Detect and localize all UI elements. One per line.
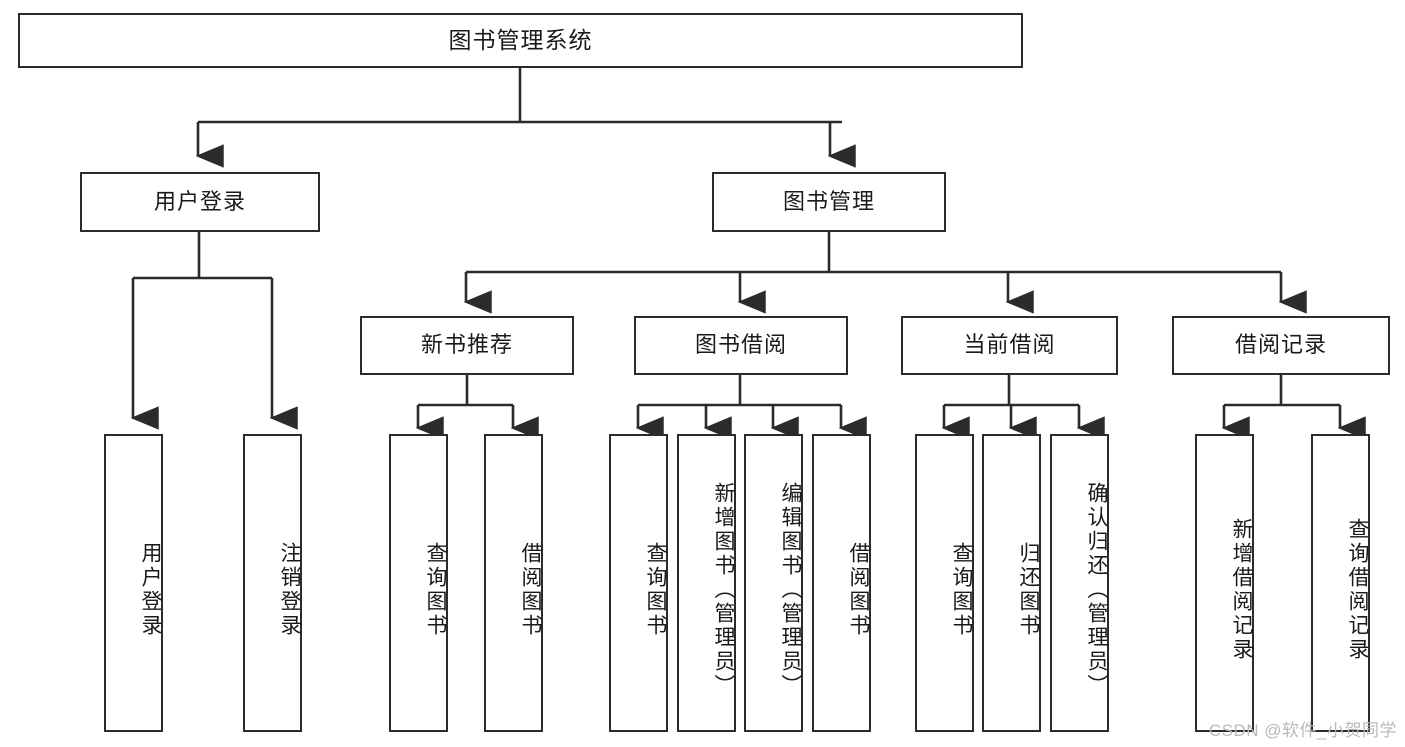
node-leaf-query-record[interactable]: 查询借阅记录 — [1311, 434, 1370, 732]
node-book-borrow-label: 图书借阅 — [694, 332, 787, 358]
node-leaf-login[interactable]: 用户登录 — [104, 434, 163, 732]
node-root[interactable]: 图书管理系统 — [18, 13, 1023, 68]
node-leaf-login-label: 用户登录 — [139, 542, 162, 638]
node-user-login-label: 用户登录 — [153, 188, 246, 214]
watermark: CSDN @软件_小贺同学 — [1208, 721, 1397, 740]
node-borrow-record-label: 借阅记录 — [1234, 332, 1327, 358]
node-new-book-rec-label: 新书推荐 — [420, 332, 513, 358]
node-leaf-query-book-a-label: 查询图书 — [424, 542, 447, 638]
node-leaf-borrow-book-a[interactable]: 借阅图书 — [484, 434, 543, 732]
node-leaf-borrow-book-b-label: 借阅图书 — [847, 542, 870, 638]
node-leaf-return-book-label: 归还图书 — [1017, 542, 1040, 638]
node-leaf-query-book-b-label: 查询图书 — [644, 542, 667, 638]
node-leaf-logout-label: 注销登录 — [278, 542, 301, 638]
node-leaf-query-book-a[interactable]: 查询图书 — [389, 434, 448, 732]
node-current-borrow[interactable]: 当前借阅 — [901, 316, 1118, 375]
node-leaf-query-book-c-label: 查询图书 — [950, 542, 973, 638]
node-current-borrow-label: 当前借阅 — [963, 332, 1056, 358]
node-leaf-query-book-c[interactable]: 查询图书 — [915, 434, 974, 732]
node-book-borrow[interactable]: 图书借阅 — [634, 316, 848, 375]
node-leaf-query-record-label: 查询借阅记录 — [1346, 518, 1369, 662]
node-leaf-logout[interactable]: 注销登录 — [243, 434, 302, 732]
node-leaf-confirm-return-label: 确认归还（管理员） — [1085, 482, 1108, 698]
node-leaf-borrow-book-b[interactable]: 借阅图书 — [812, 434, 871, 732]
node-leaf-add-record-label: 新增借阅记录 — [1230, 518, 1253, 662]
node-borrow-record[interactable]: 借阅记录 — [1172, 316, 1390, 375]
node-leaf-add-book-label: 新增图书（管理员） — [712, 482, 735, 698]
node-leaf-confirm-return[interactable]: 确认归还（管理员） — [1050, 434, 1109, 732]
node-leaf-return-book[interactable]: 归还图书 — [982, 434, 1041, 732]
node-book-manage-label: 图书管理 — [782, 188, 875, 214]
node-leaf-borrow-book-a-label: 借阅图书 — [519, 542, 542, 638]
node-leaf-edit-book[interactable]: 编辑图书（管理员） — [744, 434, 803, 732]
node-leaf-add-record[interactable]: 新增借阅记录 — [1195, 434, 1254, 732]
node-leaf-query-book-b[interactable]: 查询图书 — [609, 434, 668, 732]
node-book-manage[interactable]: 图书管理 — [712, 172, 946, 232]
node-leaf-edit-book-label: 编辑图书（管理员） — [779, 482, 802, 698]
node-root-label: 图书管理系统 — [448, 26, 593, 53]
node-new-book-rec[interactable]: 新书推荐 — [360, 316, 574, 375]
node-user-login[interactable]: 用户登录 — [80, 172, 320, 232]
node-leaf-add-book[interactable]: 新增图书（管理员） — [677, 434, 736, 732]
